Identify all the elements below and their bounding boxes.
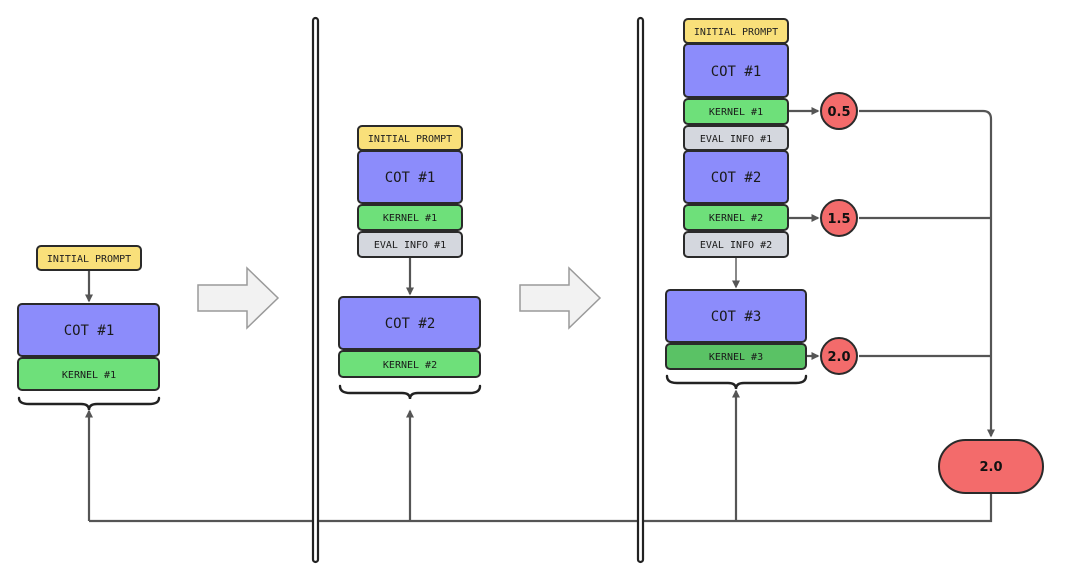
p1-prompt-label: INITIAL PROMPT [47, 254, 131, 265]
p3-eval2-box [683, 231, 789, 258]
p2-kernel2-label: KERNEL #2 [383, 360, 437, 371]
p3-cot1-label: COT #1 [711, 64, 762, 80]
p3-bracket [665, 374, 808, 390]
feedback-base-line [89, 494, 993, 523]
p3-cot2-label: COT #2 [711, 170, 762, 186]
p2-bracket [338, 384, 482, 400]
p3-cot2-box [683, 150, 789, 204]
best-score-label: 2.0 [979, 460, 1002, 475]
p3-kernel1-box [683, 98, 789, 125]
best-score-pill [938, 439, 1044, 494]
p3-kernel3-label: KERNEL #3 [709, 352, 763, 363]
score-1-circle [820, 92, 858, 130]
p3-kernel2-box [683, 204, 789, 231]
p2-kernel2-box [338, 350, 481, 378]
panel-2: INITIAL PROMPT COT #1 KERNEL #1 EVAL INF… [338, 125, 482, 400]
p3-prompt-label: INITIAL PROMPT [694, 27, 778, 38]
p3-cot3-label: COT #3 [711, 309, 762, 325]
p3-cot1-box [683, 43, 789, 98]
transition-arrow-1 [197, 266, 280, 330]
p2-cot2-label: COT #2 [385, 316, 436, 332]
score1-to-best-line [859, 109, 995, 438]
score-2-circle [820, 199, 858, 237]
feedback-loop [85, 389, 993, 523]
p2-eval1-box [357, 231, 463, 258]
p1-cot-box [17, 303, 160, 357]
p2-eval1-label: EVAL INFO #1 [374, 240, 446, 251]
p3-kernel2-label: KERNEL #2 [709, 213, 763, 224]
p3-eval2-label: EVAL INFO #2 [700, 240, 772, 251]
p1-kernel-box [17, 357, 160, 391]
panel-3: INITIAL PROMPT COT #1 KERNEL #1 EVAL INF… [665, 18, 808, 390]
p1-bracket [17, 396, 161, 411]
score-3-label: 2.0 [827, 350, 850, 365]
p2-cot2-box [338, 296, 481, 350]
score-flow: 0.5 1.5 2.0 2.0 [789, 92, 1044, 494]
score-3-circle [820, 337, 858, 375]
p2-kernel1-box [357, 204, 463, 231]
p2-prompt-label: INITIAL PROMPT [368, 134, 452, 145]
p1-prompt-box [36, 245, 142, 271]
divider-left [311, 16, 320, 564]
score-1-label: 0.5 [827, 105, 850, 120]
p2-cot1-label: COT #1 [385, 170, 436, 186]
p3-kernel1-label: KERNEL #1 [709, 107, 763, 118]
p2-cot1-box [357, 150, 463, 204]
p2-kernel1-label: KERNEL #1 [383, 213, 437, 224]
p1-cot-label: COT #1 [64, 323, 115, 339]
divider-right [636, 16, 645, 564]
p3-cot3-box [665, 289, 807, 343]
transition-arrow-2 [519, 266, 602, 330]
p3-eval1-label: EVAL INFO #1 [700, 134, 772, 145]
score-2-label: 1.5 [827, 212, 850, 227]
p3-kernel3-box [665, 343, 807, 370]
p1-kernel-label: KERNEL #1 [62, 370, 116, 381]
panel-1: INITIAL PROMPT COT #1 KERNEL #1 [17, 245, 161, 411]
